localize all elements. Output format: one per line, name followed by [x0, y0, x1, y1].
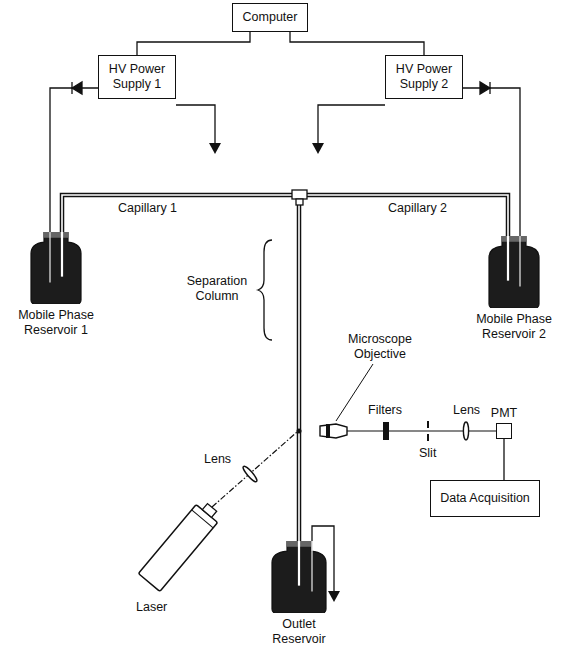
ground-symbol	[312, 143, 324, 154]
laser-beam	[212, 432, 297, 507]
optical-axis	[347, 430, 496, 431]
reservoir-bottle	[488, 236, 540, 308]
connector-wire	[463, 88, 520, 236]
connector-wire	[290, 32, 424, 55]
reservoir: Outlet Reservoir	[271, 541, 327, 613]
connector-wire	[137, 32, 250, 55]
node-label: Computer	[237, 10, 303, 25]
lens-symbol	[241, 465, 258, 484]
pmt-box: PMT	[496, 423, 512, 439]
part-label: Laser	[136, 600, 167, 615]
capillary-tube	[62, 195, 508, 236]
node-label: PMT	[491, 406, 517, 421]
tee-connector	[296, 199, 303, 205]
node-label: HV Power Supply 1	[103, 62, 171, 92]
lens-symbol	[463, 422, 468, 440]
part-label: Microscope Objective	[338, 332, 422, 362]
node-label: Data Acquisition	[435, 491, 535, 506]
filter-symbol	[383, 422, 389, 440]
part-label: Slit	[419, 446, 436, 461]
slit-symbol	[427, 434, 429, 441]
reservoir: Mobile Phase Reservoir 1	[30, 232, 82, 304]
connector-wire	[50, 88, 98, 232]
leader-line	[336, 364, 373, 421]
part-label: Capillary 2	[388, 201, 447, 216]
detection-window	[297, 429, 302, 434]
reservoir-bottle	[271, 541, 327, 613]
part-label: Separation Column	[176, 274, 258, 304]
ground-wire	[176, 105, 215, 144]
ground-wire	[318, 105, 385, 144]
device-box: Data Acquisition	[430, 480, 540, 517]
node-label: Outlet Reservoir	[264, 617, 334, 647]
column-bore	[298, 198, 300, 545]
part-label: Lens	[453, 403, 480, 418]
capillary-bore	[62, 195, 508, 236]
part-label: Capillary 1	[118, 201, 177, 216]
connector-wire	[503, 439, 504, 480]
ground-symbol	[328, 591, 340, 602]
node-label: Mobile Phase Reservoir 2	[466, 312, 562, 342]
node-label: Mobile Phase Reservoir 1	[8, 308, 104, 338]
reservoir: Mobile Phase Reservoir 2	[488, 236, 540, 308]
device-box: HV Power Supply 1	[98, 55, 176, 99]
bracket	[258, 240, 272, 340]
ground-symbol	[209, 143, 221, 154]
part-label: Lens	[204, 452, 231, 467]
separation-column	[297, 196, 302, 545]
laser-symbol	[138, 498, 222, 591]
device-box: Computer	[232, 3, 308, 32]
objective-symbol	[320, 424, 347, 438]
objective-band	[326, 424, 330, 438]
part-label: Filters	[368, 403, 402, 418]
node-label: HV Power Supply 2	[390, 62, 458, 92]
reservoir-bottle	[30, 232, 82, 304]
tee-connector	[292, 190, 307, 199]
device-box: HV Power Supply 2	[385, 55, 463, 99]
slit-symbol	[427, 421, 429, 428]
